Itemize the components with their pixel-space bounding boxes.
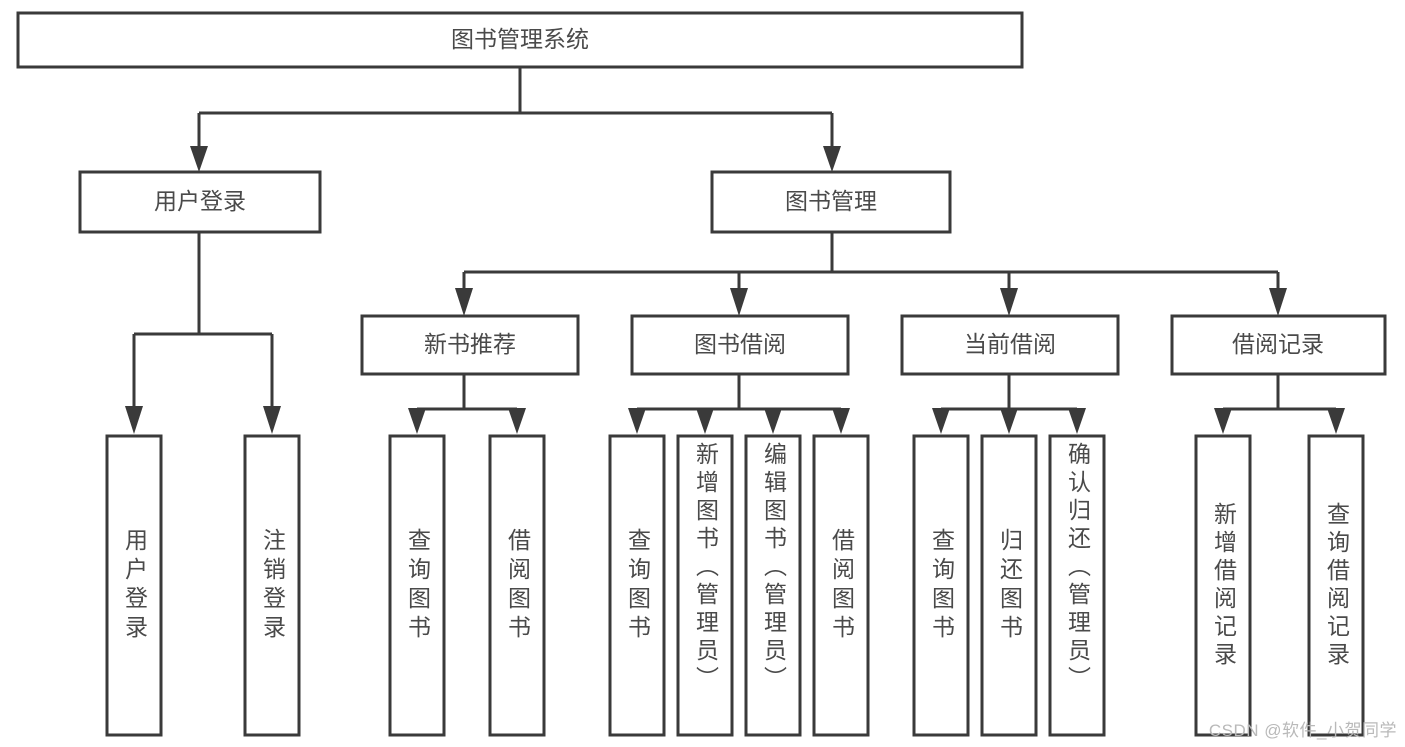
leaf-logout[interactable] xyxy=(243,434,301,737)
node-borrow-record[interactable]: 借阅记录 xyxy=(1170,314,1387,376)
arrow-newbook-query xyxy=(408,408,426,434)
node-user-login[interactable]: 用户登录 xyxy=(78,170,322,234)
leaf-currentborrow-query-label-wrap: 查询图书 xyxy=(914,436,968,735)
leaf-borrowrecord-query-label: 查询借阅记录 xyxy=(1323,501,1350,670)
leaf-newbook-borrow-box[interactable] xyxy=(488,434,546,737)
leaf-currentborrow-confirm[interactable] xyxy=(1048,434,1106,737)
leaf-logout-box[interactable] xyxy=(243,434,301,737)
leaf-currentborrow-confirm-box[interactable] xyxy=(1048,434,1106,737)
node-book-management-box[interactable] xyxy=(710,170,952,234)
node-borrow-record-box[interactable] xyxy=(1170,314,1387,376)
arrow-to-user-login xyxy=(190,146,208,172)
node-book-borrow-box[interactable] xyxy=(630,314,850,376)
leaf-borrowrecord-add-label-wrap: 新增借阅记录 xyxy=(1196,436,1250,735)
leaf-newbook-borrow[interactable] xyxy=(488,434,546,737)
node-book-borrow[interactable]: 图书借阅 xyxy=(630,314,850,376)
arrow-to-book-borrow xyxy=(730,288,748,316)
leaf-bookborrow-query-box[interactable] xyxy=(608,434,666,737)
leaf-currentborrow-query[interactable] xyxy=(912,434,970,737)
arrow-to-new-book xyxy=(455,288,473,316)
leaf-bookborrow-query-label-wrap: 查询图书 xyxy=(610,436,664,735)
arrow-to-current-borrow xyxy=(1000,288,1018,316)
arrow-bookborrow-edit xyxy=(764,408,782,434)
leaf-currentborrow-return-box[interactable] xyxy=(980,434,1038,737)
node-user-login-box[interactable] xyxy=(78,170,322,234)
node-root-box[interactable] xyxy=(16,11,1024,69)
leaf-newbook-query-label: 查询图书 xyxy=(404,527,431,644)
leaf-bookborrow-add[interactable] xyxy=(676,434,734,737)
connector-group xyxy=(125,67,1345,434)
leaf-bookborrow-query[interactable] xyxy=(608,434,666,737)
leaf-borrowrecord-query-label-wrap: 查询借阅记录 xyxy=(1309,436,1363,735)
node-current-borrow[interactable]: 当前借阅 xyxy=(900,314,1120,376)
leaf-bookborrow-lend[interactable] xyxy=(812,434,870,737)
leaf-currentborrow-confirm-label-wrap: 确认归还（管理员） xyxy=(1050,442,1104,735)
leaf-user-login-box[interactable] xyxy=(105,434,163,737)
leaf-bookborrow-add-box[interactable] xyxy=(676,434,734,737)
node-root[interactable]: 图书管理系统 xyxy=(16,11,1024,69)
arrow-to-book-mgmt xyxy=(823,146,841,172)
leaf-borrowrecord-add[interactable] xyxy=(1194,434,1252,737)
arrow-bookborrow-query xyxy=(628,408,646,434)
leaf-newbook-borrow-label-wrap: 借阅图书 xyxy=(490,436,544,735)
node-current-borrow-label: 当前借阅 xyxy=(964,331,1056,357)
leaf-bookborrow-add-label-wrap: 新增图书（管理员） xyxy=(678,442,732,735)
leaf-bookborrow-edit-label: 编辑图书（管理员） xyxy=(760,442,787,694)
leaf-newbook-query-label-wrap: 查询图书 xyxy=(390,436,444,735)
arrow-leaf-logout xyxy=(263,406,281,434)
leaf-borrowrecord-add-box[interactable] xyxy=(1194,434,1252,737)
node-book-management-label: 图书管理 xyxy=(785,188,877,214)
leaf-bookborrow-query-label: 查询图书 xyxy=(624,527,651,644)
leaf-borrowrecord-add-label: 新增借阅记录 xyxy=(1210,501,1237,670)
leaf-newbook-borrow-label: 借阅图书 xyxy=(504,527,531,644)
leaf-newbook-query-box[interactable] xyxy=(388,434,446,737)
node-book-management[interactable]: 图书管理 xyxy=(710,170,952,234)
arrow-borrowrecord-query xyxy=(1327,408,1345,434)
leaf-bookborrow-edit-label-wrap: 编辑图书（管理员） xyxy=(746,442,800,735)
leaf-logout-label: 注销登录 xyxy=(259,527,286,644)
leaf-bookborrow-edit-box[interactable] xyxy=(744,434,802,737)
leaf-user-login-label: 用户登录 xyxy=(121,527,148,644)
leaf-newbook-query[interactable] xyxy=(388,434,446,737)
leaf-currentborrow-query-box[interactable] xyxy=(912,434,970,737)
node-new-book-recommend-box[interactable] xyxy=(360,314,580,376)
node-new-book-recommend-label: 新书推荐 xyxy=(424,331,516,357)
watermark: CSDN @软件_小贺同学 xyxy=(1208,721,1397,740)
node-book-borrow-label: 图书借阅 xyxy=(694,331,786,357)
leaf-borrowrecord-query-box[interactable] xyxy=(1307,434,1365,737)
arrow-bookborrow-add xyxy=(696,408,714,434)
leaf-currentborrow-return-label: 归还图书 xyxy=(996,527,1023,644)
leaf-currentborrow-query-label: 查询图书 xyxy=(928,527,955,644)
leaf-currentborrow-return[interactable] xyxy=(980,434,1038,737)
node-borrow-record-label: 借阅记录 xyxy=(1232,331,1324,357)
leaf-bookborrow-add-label: 新增图书（管理员） xyxy=(692,442,719,694)
arrow-newbook-borrow xyxy=(508,408,526,434)
arrow-bookborrow-lend xyxy=(832,408,850,434)
leaf-currentborrow-return-label-wrap: 归还图书 xyxy=(982,436,1036,735)
leaf-logout-label-wrap: 注销登录 xyxy=(245,436,299,735)
arrow-currentborrow-query xyxy=(932,408,950,434)
leaf-borrowrecord-query[interactable] xyxy=(1307,434,1365,737)
leaf-bookborrow-edit[interactable] xyxy=(744,434,802,737)
arrow-to-borrow-record xyxy=(1269,288,1287,316)
node-root-label: 图书管理系统 xyxy=(451,26,589,52)
leaf-currentborrow-confirm-label: 确认归还（管理员） xyxy=(1064,442,1091,694)
leaf-user-login[interactable] xyxy=(105,434,163,737)
leaf-user-login-label-wrap: 用户登录 xyxy=(107,436,161,735)
arrow-borrowrecord-add xyxy=(1214,408,1232,434)
leaf-bookborrow-lend-label-wrap: 借阅图书 xyxy=(814,436,868,735)
leaf-bookborrow-lend-box[interactable] xyxy=(812,434,870,737)
leaf-bookborrow-lend-label: 借阅图书 xyxy=(828,527,855,644)
node-user-login-label: 用户登录 xyxy=(154,188,246,214)
arrow-currentborrow-confirm xyxy=(1068,408,1086,434)
node-current-borrow-box[interactable] xyxy=(900,314,1120,376)
arrow-leaf-user-login xyxy=(125,406,143,434)
arrow-currentborrow-return xyxy=(1000,408,1018,434)
node-new-book-recommend[interactable]: 新书推荐 xyxy=(360,314,580,376)
